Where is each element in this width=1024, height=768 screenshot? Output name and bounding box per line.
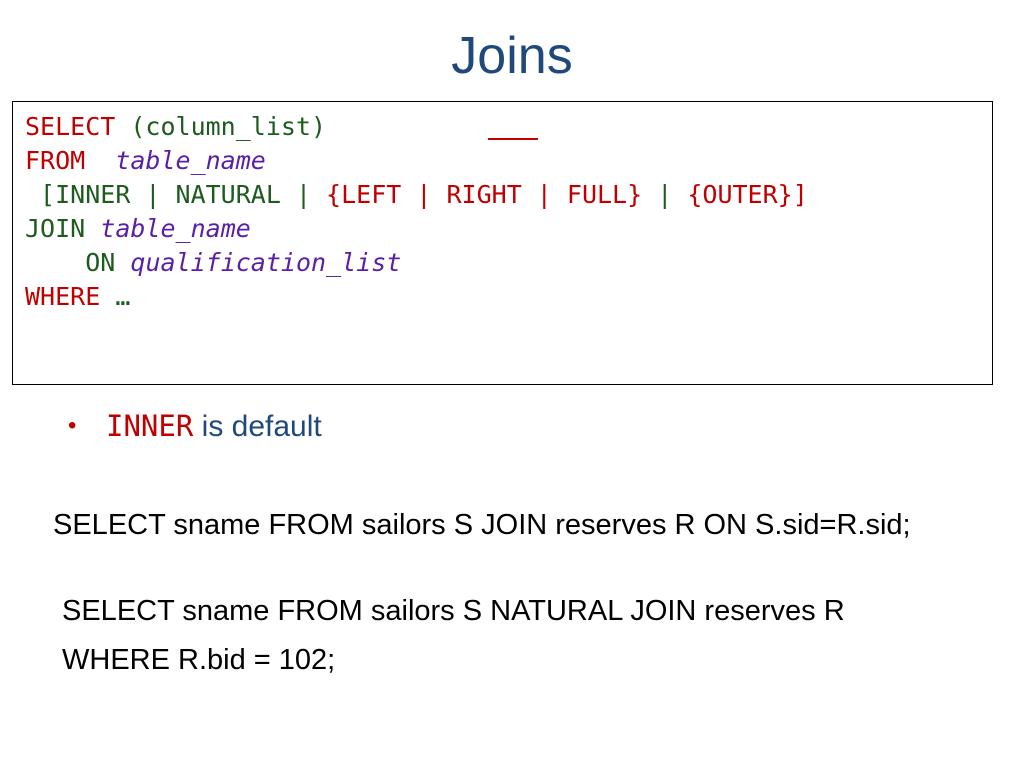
- sql-syntax-box: SELECT (column_list) FROM table_name [IN…: [12, 101, 993, 385]
- full-option: FULL: [566, 180, 628, 209]
- syntax-line-where: WHERE …: [25, 282, 131, 311]
- natural-option: NATURAL: [175, 180, 281, 209]
- qualification-list: qualification_list: [130, 248, 402, 277]
- from-table-name: table_name: [115, 146, 266, 175]
- example-natural-join-line1: SELECT sname FROM sailors S NATURAL JOIN…: [62, 595, 845, 627]
- syntax-line-select: SELECT (column_list): [25, 110, 992, 144]
- example-join-query: SELECT sname FROM sailors S JOIN reserve…: [53, 509, 911, 541]
- slide-title: Joins: [451, 27, 573, 85]
- red-underline-mark: [488, 138, 538, 140]
- on-keyword: ON: [85, 248, 116, 277]
- where-keyword: WHERE: [25, 282, 101, 311]
- inner-option: INNER: [55, 180, 131, 209]
- bullet-inner-keyword: INNER: [106, 409, 194, 443]
- join-keyword: JOIN: [25, 214, 86, 243]
- column-list: (column_list): [115, 112, 327, 141]
- bullet-dot-icon: •: [68, 412, 77, 439]
- syntax-line-join-types: [INNER | NATURAL | {LEFT | RIGHT | FULL}…: [25, 180, 808, 209]
- right-option: RIGHT: [446, 180, 522, 209]
- left-option: LEFT: [341, 180, 402, 209]
- example-natural-join-line2: WHERE R.bid = 102;: [62, 644, 336, 676]
- outer-option: {OUTER}: [687, 180, 793, 209]
- bullet-inner-default: • INNER is default: [68, 406, 322, 447]
- syntax-line-on: ON qualification_list: [25, 246, 992, 280]
- join-table-name: table_name: [100, 214, 251, 243]
- from-keyword: FROM: [25, 146, 86, 175]
- syntax-line-from: FROM table_name: [25, 144, 992, 178]
- syntax-line-join: JOIN table_name: [25, 212, 992, 246]
- select-keyword: SELECT: [25, 112, 116, 141]
- bullet-text: is default: [193, 410, 322, 443]
